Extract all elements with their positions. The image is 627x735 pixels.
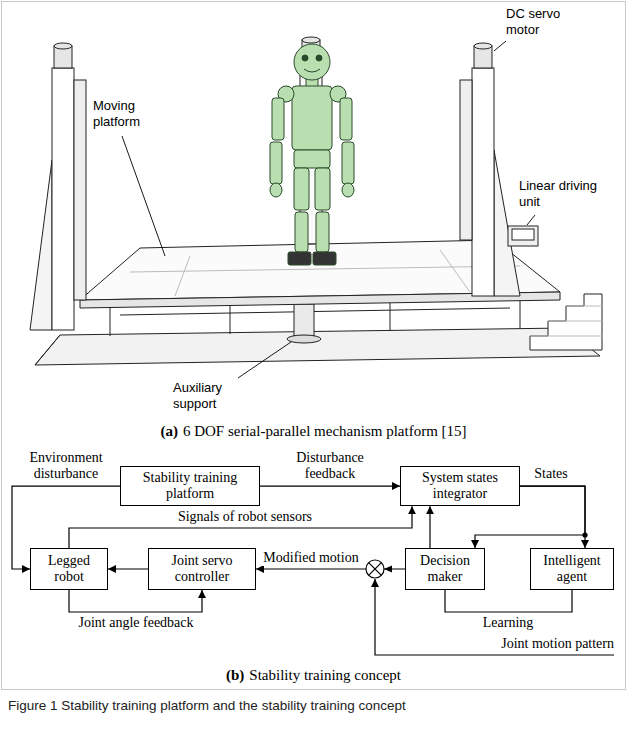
platform-drawing — [530, 294, 602, 350]
connector — [520, 486, 585, 548]
connector — [256, 568, 405, 569]
platform-drawing — [30, 37, 602, 365]
humanoid-robot — [302, 55, 308, 61]
summing-junction — [369, 563, 382, 576]
humanoid-robot — [316, 55, 322, 61]
box-text: System states integrator — [405, 470, 515, 502]
connector — [69, 590, 202, 612]
platform-drawing — [294, 304, 314, 336]
platform-drawing — [512, 229, 534, 240]
signal-label: Joint motion pattern — [490, 636, 614, 652]
edge-label: Joint angle feedback — [61, 615, 211, 631]
connector — [260, 485, 400, 486]
humanoid-robot — [340, 98, 352, 140]
humanoid-robot — [294, 150, 330, 168]
humanoid-robot — [315, 168, 330, 210]
humanoid-robot — [272, 98, 284, 140]
leader-line — [122, 136, 165, 256]
platform-drawing — [120, 308, 510, 315]
platform-drawing — [472, 68, 494, 296]
humanoid-robot — [294, 44, 330, 80]
connector — [108, 568, 148, 569]
box-text: Intelligent agent — [535, 553, 609, 585]
platform-drawing — [74, 80, 86, 300]
box-text: Decision maker — [410, 553, 480, 585]
humanoid-robot — [313, 252, 336, 265]
figure-frame — [2, 2, 626, 690]
edge-label: Disturbance feedback — [275, 450, 385, 482]
box-text: Legged robot — [35, 553, 103, 585]
process-box: System states integrator — [400, 466, 520, 506]
humanoid-robot — [270, 142, 282, 184]
process-box: Stability training platform — [120, 466, 260, 506]
subfigure-caption: 6 DOF serial-parallel mechanism platform… — [183, 422, 467, 440]
part-label: Linear driving unit — [518, 178, 620, 209]
platform-drawing — [130, 266, 520, 272]
humanoid-robot — [316, 212, 329, 252]
platform-drawing — [530, 336, 602, 337]
platform-drawing — [175, 256, 190, 296]
humanoid-robot — [342, 183, 354, 197]
part-label: DC servo motor — [505, 6, 592, 37]
edge-label: Environment disturbance — [16, 450, 116, 482]
box-text: Stability training platform — [125, 470, 255, 502]
leader-line — [238, 342, 291, 378]
part-label: Auxiliary support — [172, 380, 246, 411]
process-box: Legged robot — [30, 548, 108, 590]
platform-drawing — [460, 80, 472, 240]
figure-caption: Figure 1 Stability training platform and… — [8, 698, 619, 715]
platform-drawing — [30, 160, 52, 330]
platform-drawing — [52, 68, 74, 330]
subfigure-caption: Stability training concept — [249, 666, 401, 684]
platform-drawing — [35, 328, 600, 365]
humanoid-robot — [304, 69, 320, 72]
platform-drawing — [494, 150, 520, 296]
humanoid-robot — [294, 168, 309, 210]
leader-line — [527, 215, 535, 225]
platform-drawing — [548, 321, 602, 322]
humanoid-robot — [295, 212, 308, 252]
platform-drawing — [110, 306, 111, 336]
platform-drawing — [520, 299, 521, 329]
process-box: Joint servo controller — [148, 548, 256, 590]
box-text: Joint servo controller — [153, 553, 251, 585]
platform-drawing — [474, 43, 492, 49]
input-arrow — [375, 579, 614, 655]
humanoid-robot — [270, 183, 282, 197]
humanoid-robot — [270, 44, 354, 265]
humanoid-robot — [288, 252, 311, 265]
platform-drawing — [287, 335, 321, 343]
humanoid-robot — [292, 86, 332, 150]
platform-drawing — [508, 226, 538, 246]
platform-drawing — [230, 304, 231, 334]
edge-label: Learning — [473, 615, 543, 631]
humanoid-robot — [342, 142, 354, 184]
process-box: Decision maker — [405, 548, 485, 590]
connector — [429, 506, 430, 548]
process-box: Intelligent agent — [530, 548, 614, 590]
platform-drawing — [54, 43, 72, 49]
connector — [445, 590, 572, 612]
platform-drawing — [566, 306, 602, 307]
subfigure-caption: (a) — [160, 422, 178, 440]
leader-line — [494, 41, 506, 51]
platform-drawing — [440, 250, 470, 292]
edge-label: States — [523, 466, 579, 482]
leader-line — [122, 41, 535, 378]
summing-junction — [366, 560, 384, 578]
platform-drawing — [35, 335, 60, 365]
edge-label: Modified motion — [259, 550, 363, 566]
summing-junction — [369, 563, 382, 576]
part-label: Moving platform — [92, 98, 160, 129]
platform-drawing — [390, 301, 391, 331]
edge-label: Signals of robot sensors — [145, 509, 345, 525]
subfigure-caption: (b) — [226, 666, 244, 684]
platform-drawing — [302, 37, 320, 43]
connector — [69, 506, 412, 548]
